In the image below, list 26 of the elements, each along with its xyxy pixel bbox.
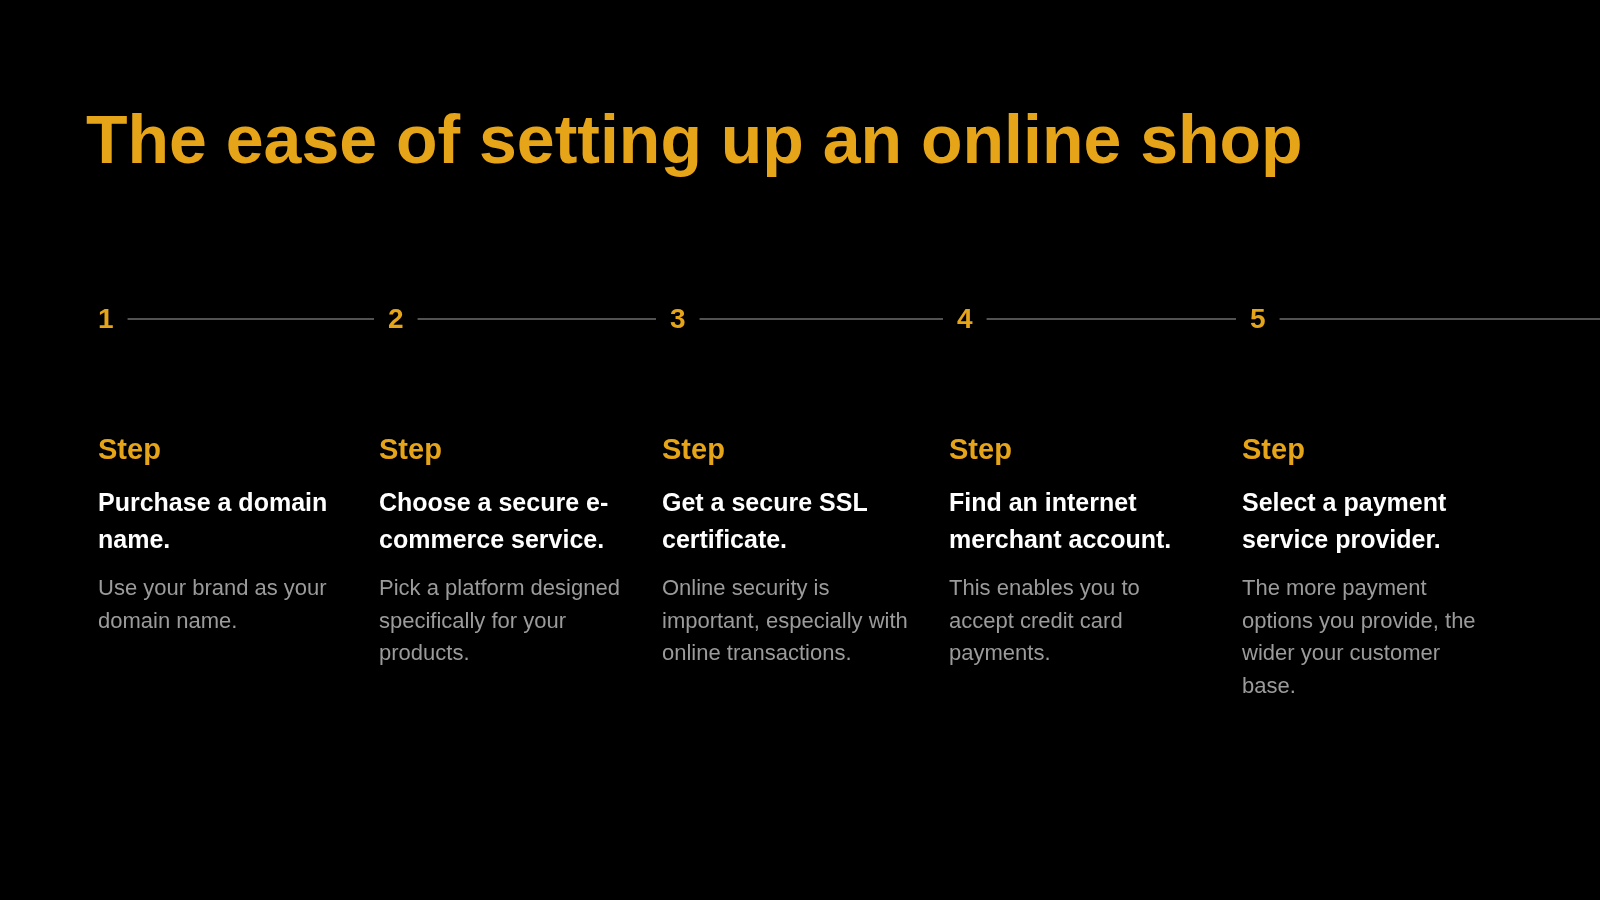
step-number: 3 <box>670 300 686 338</box>
connector-line <box>698 318 944 320</box>
step-description: Online security is important, especially with online transactions. <box>662 574 909 667</box>
connector-line <box>126 318 375 320</box>
step-label: Step <box>662 433 726 466</box>
step-number: 5 <box>1250 300 1266 338</box>
step-description: Pick a platform designed specifically for your products. <box>379 574 621 667</box>
connector-line <box>985 318 1237 320</box>
step-description: The more payment options you provide, the wider your customer base. <box>1242 574 1477 700</box>
title: The ease of setting up an online shop <box>86 100 1303 178</box>
connector-line <box>416 318 657 320</box>
step-number: 4 <box>957 300 973 338</box>
step-heading: Get a secure SSL certificate. <box>662 487 869 555</box>
step-heading: Choose a secure e-commerce service. <box>379 487 610 555</box>
step-label: Step <box>98 433 162 466</box>
step-label: Step <box>379 433 443 466</box>
step-description: Use your brand as your domain name. <box>98 574 328 635</box>
step-label: Step <box>1242 433 1306 466</box>
step-label: Step <box>949 433 1013 466</box>
step-heading: Find an internet merchant account. <box>949 487 1173 555</box>
step-number: 1 <box>98 300 114 338</box>
step-heading: Purchase a domain name. <box>98 487 329 555</box>
step-heading: Select a payment service provider. <box>1242 487 1448 555</box>
connector-line <box>1278 318 1600 320</box>
step-number: 2 <box>388 300 404 338</box>
step-description: This enables you to accept credit card payments. <box>949 574 1141 667</box>
